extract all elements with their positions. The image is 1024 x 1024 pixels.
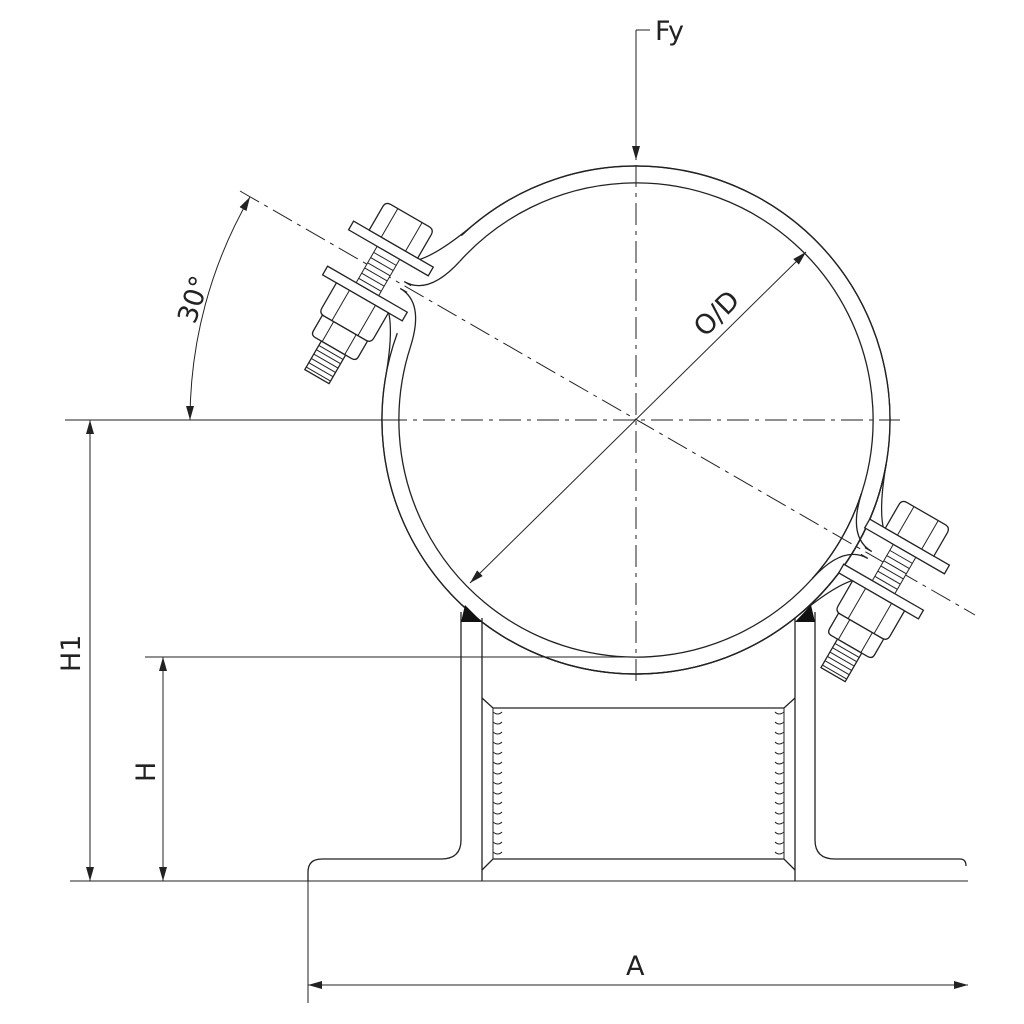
weld-fillet-right xyxy=(795,605,815,622)
diameter-dimension xyxy=(469,251,807,584)
pipe-ring-geometry xyxy=(381,165,891,675)
angle-dimension xyxy=(186,196,251,421)
h1-label: H1 xyxy=(56,635,87,672)
lower-right-bolt-lug xyxy=(776,461,977,698)
dimensions xyxy=(65,29,968,1003)
h-label: H xyxy=(131,762,162,782)
weld-fillet-left xyxy=(461,605,482,622)
angle-label: 30° xyxy=(172,272,216,327)
a-label: A xyxy=(626,951,645,982)
diameter-label: O/D xyxy=(688,285,746,343)
base-support xyxy=(307,605,967,881)
load-label: Fy xyxy=(655,16,684,47)
upper-left-bolt-lug xyxy=(277,173,478,410)
